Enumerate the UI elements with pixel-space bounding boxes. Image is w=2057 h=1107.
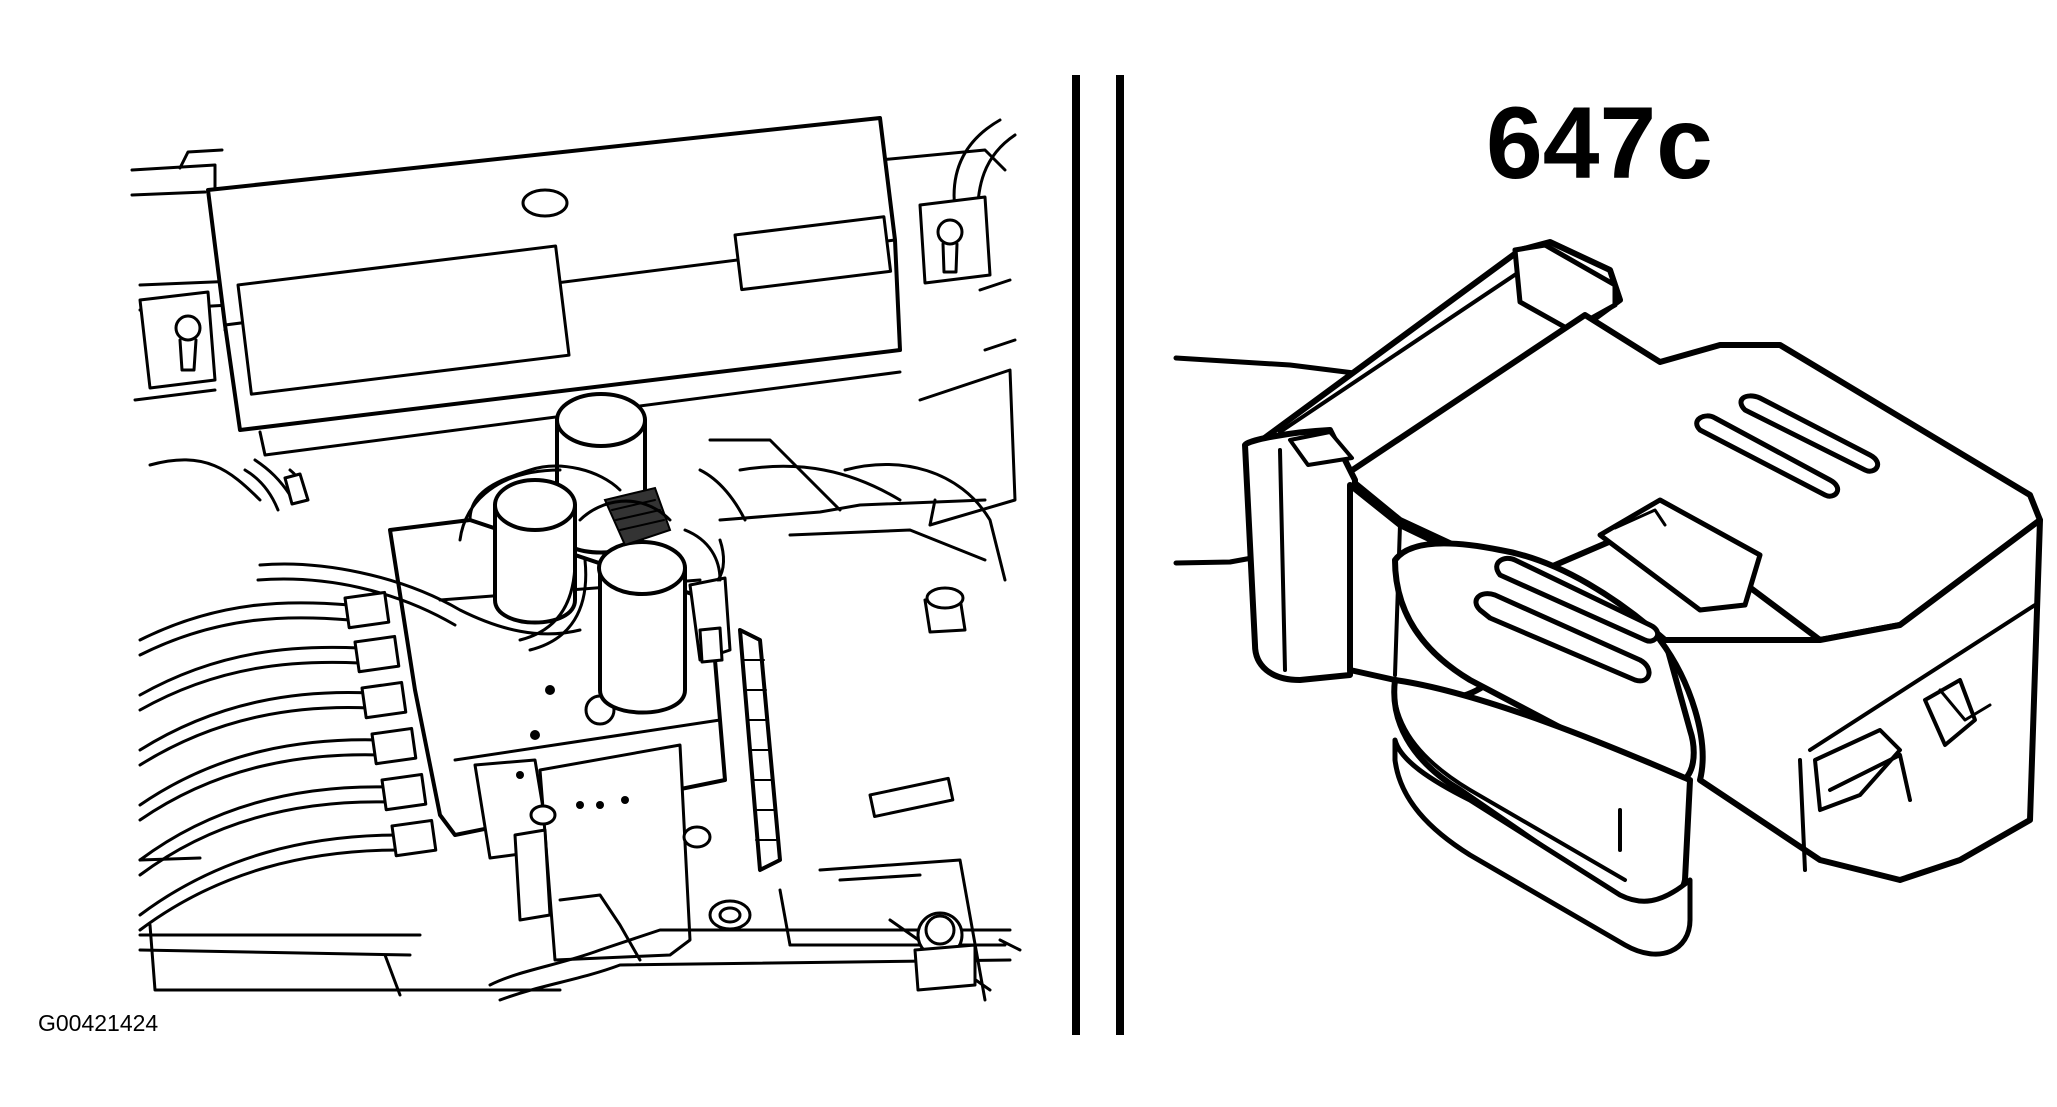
engine-bay-illustration [130, 116, 1022, 1002]
brake-lines [138, 590, 438, 932]
lower-bracket [138, 586, 1022, 1002]
panel-divider [1072, 75, 1124, 1035]
connector-lead-lower [1173, 555, 1255, 566]
connector-illustration [1173, 239, 2043, 957]
relay-cans [493, 392, 732, 715]
relay-wiring [243, 458, 725, 652]
control-module [138, 116, 992, 457]
part-label: 647c [1486, 86, 1713, 200]
connector-lead-upper [1173, 355, 1373, 378]
figure-id: G00421424 [38, 1010, 159, 1036]
connector-housing [1242, 239, 2043, 957]
